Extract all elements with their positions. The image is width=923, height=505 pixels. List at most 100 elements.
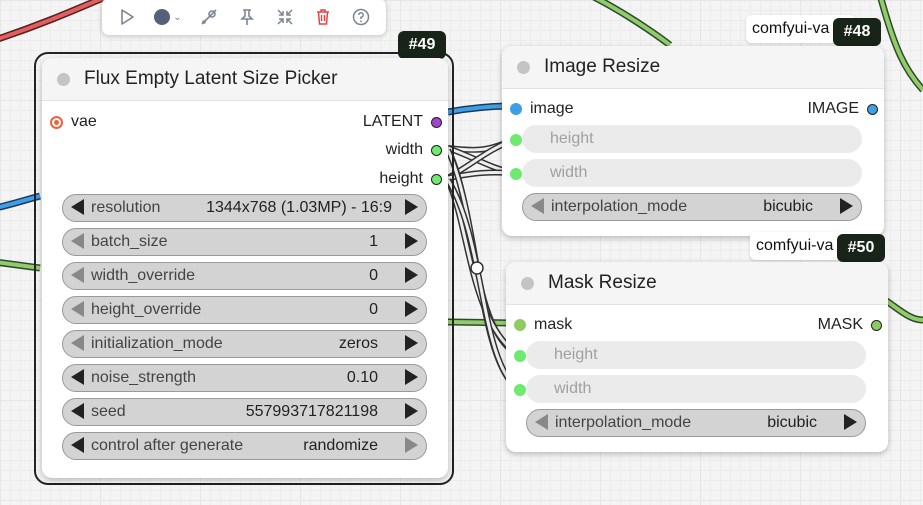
- decrement-arrow[interactable]: [71, 233, 84, 249]
- output-slot-mask[interactable]: MASK: [818, 315, 882, 335]
- input-slot-mask[interactable]: mask: [514, 315, 572, 335]
- slot-label: LATENT: [362, 113, 423, 130]
- widget-value: 1: [369, 233, 378, 250]
- decrement-arrow[interactable]: [71, 335, 84, 351]
- width-input-dot[interactable]: [510, 168, 522, 180]
- reroute-dot: [470, 261, 484, 275]
- vae-input-dot[interactable]: [50, 115, 63, 129]
- widget-label: control after generate: [91, 437, 244, 454]
- widget-seed[interactable]: seed 557993717821198: [62, 398, 427, 426]
- widget-control-after-generate[interactable]: control after generate randomize: [62, 432, 427, 460]
- widget-resolution[interactable]: resolution 1344x768 (1.03MP) - 16:9: [62, 194, 427, 222]
- increment-arrow[interactable]: [844, 414, 857, 430]
- output-slot-height[interactable]: height: [379, 169, 442, 189]
- collapse-dot[interactable]: [521, 276, 534, 290]
- output-slot-width[interactable]: width: [386, 140, 442, 160]
- widget-label: interpolation_mode: [555, 414, 692, 431]
- mask-input-dot[interactable]: [514, 319, 526, 331]
- slot-label: height: [379, 170, 423, 187]
- node-flux-empty-latent[interactable]: Flux Empty Latent Size Picker vae LATENT…: [42, 58, 448, 478]
- input-height[interactable]: height: [522, 125, 862, 153]
- mask-output-dot[interactable]: [871, 319, 882, 331]
- slot-label: vae: [71, 113, 97, 130]
- increment-arrow[interactable]: [405, 403, 418, 419]
- collapse-icon[interactable]: [270, 2, 300, 32]
- widget-label: initialization_mode: [91, 335, 223, 352]
- widget-value: zeros: [338, 335, 378, 352]
- increment-arrow[interactable]: [405, 233, 418, 249]
- decrement-arrow[interactable]: [71, 437, 84, 453]
- node-title-bar[interactable]: Image Resize: [502, 46, 884, 89]
- node-image-resize[interactable]: Image Resize image IMAGE height width in…: [502, 46, 884, 236]
- input-height[interactable]: height: [526, 341, 866, 369]
- color-circle-icon: [154, 9, 171, 25]
- node-title-bar[interactable]: Mask Resize: [506, 262, 888, 305]
- input-slot-vae[interactable]: vae: [50, 112, 97, 132]
- widget-value: randomize: [303, 437, 378, 454]
- increment-arrow[interactable]: [405, 335, 418, 351]
- latent-output-dot[interactable]: [431, 116, 442, 128]
- widget-value: 1344x768 (1.03MP) - 16:9: [206, 199, 392, 216]
- widget-value: 0.10: [346, 369, 378, 386]
- increment-arrow[interactable]: [405, 267, 418, 283]
- widget-label: interpolation_mode: [551, 198, 688, 215]
- widget-width-override[interactable]: width_override 0: [62, 262, 427, 290]
- decrement-arrow[interactable]: [531, 198, 544, 214]
- collapse-dot[interactable]: [57, 72, 70, 86]
- input-width[interactable]: width: [522, 159, 862, 187]
- widget-value: 557993717821198: [245, 403, 378, 420]
- widget-value: bicubic: [763, 198, 813, 215]
- decrement-arrow[interactable]: [71, 267, 84, 283]
- widget-label: noise_strength: [91, 369, 196, 386]
- slot-label: width: [385, 141, 423, 158]
- height-input-dot[interactable]: [514, 350, 526, 362]
- collapse-dot[interactable]: [517, 60, 530, 74]
- height-input-dot[interactable]: [510, 134, 522, 146]
- slot-label: image: [530, 100, 574, 117]
- widget-height-override[interactable]: height_override 0: [62, 296, 427, 324]
- increment-arrow[interactable]: [840, 198, 853, 214]
- widget-interpolation-mode[interactable]: interpolation_mode bicubic: [526, 409, 866, 437]
- widget-value: 0: [369, 267, 378, 284]
- trash-icon[interactable]: [308, 2, 338, 32]
- decrement-arrow[interactable]: [71, 403, 84, 419]
- widget-noise-strength[interactable]: noise_strength 0.10: [62, 364, 427, 392]
- decrement-arrow[interactable]: [71, 199, 84, 215]
- widget-label: height_override: [91, 301, 202, 318]
- increment-arrow[interactable]: [405, 369, 418, 385]
- increment-arrow[interactable]: [405, 301, 418, 317]
- node-title-bar[interactable]: Flux Empty Latent Size Picker: [42, 58, 448, 101]
- node-mask-resize[interactable]: Mask Resize mask MASK height width inter…: [506, 262, 888, 452]
- widget-initialization-mode[interactable]: initialization_mode zeros: [62, 330, 427, 358]
- widget-interpolation-mode[interactable]: interpolation_mode bicubic: [522, 193, 862, 221]
- output-slot-latent[interactable]: LATENT: [363, 112, 442, 132]
- image-input-dot[interactable]: [510, 103, 522, 115]
- node-title: Image Resize: [544, 56, 661, 77]
- width-output-dot[interactable]: [431, 144, 442, 156]
- input-width[interactable]: width: [526, 375, 866, 403]
- decrement-arrow[interactable]: [71, 301, 84, 317]
- color-picker-button[interactable]: ⌄: [150, 2, 186, 32]
- help-icon[interactable]: [346, 2, 376, 32]
- increment-arrow[interactable]: [405, 437, 418, 453]
- node-title: Mask Resize: [548, 272, 657, 293]
- play-icon[interactable]: [112, 2, 142, 32]
- increment-arrow[interactable]: [405, 199, 418, 215]
- decrement-arrow[interactable]: [71, 369, 84, 385]
- bypass-icon[interactable]: [194, 2, 224, 32]
- widget-batch-size[interactable]: batch_size 1: [62, 228, 427, 256]
- node-id-badge-48: #48: [833, 18, 881, 46]
- height-output-dot[interactable]: [431, 173, 442, 185]
- width-input-dot[interactable]: [514, 384, 526, 396]
- image-output-dot[interactable]: [867, 103, 878, 115]
- widget-label: width_override: [91, 267, 196, 284]
- decrement-arrow[interactable]: [535, 414, 548, 430]
- slot-label: IMAGE: [807, 100, 859, 117]
- input-slot-image[interactable]: image: [510, 99, 574, 119]
- output-slot-image[interactable]: IMAGE: [807, 99, 878, 119]
- slot-label: mask: [534, 316, 573, 333]
- node-id-badge-50: #50: [837, 234, 885, 262]
- pin-icon[interactable]: [232, 2, 262, 32]
- chevron-down-icon: ⌄: [173, 11, 182, 23]
